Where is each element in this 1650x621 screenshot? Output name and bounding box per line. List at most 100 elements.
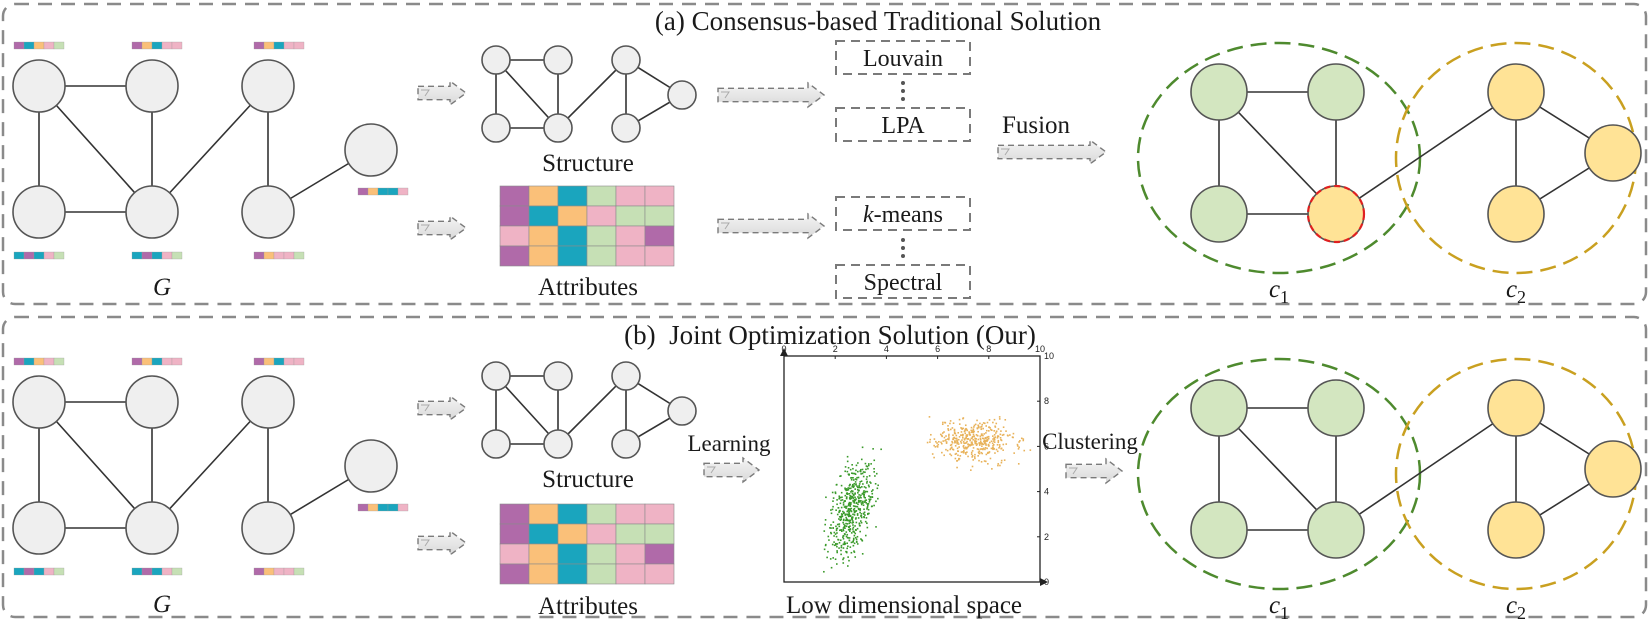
dashed-arrow	[417, 529, 468, 557]
scatter-point	[1018, 441, 1020, 443]
scatter-point	[845, 489, 847, 492]
scatter-point	[967, 445, 969, 448]
scatter-point	[983, 440, 986, 443]
scatter-point	[985, 443, 987, 445]
scatter-point	[951, 441, 954, 444]
scatter-point	[847, 515, 850, 518]
scatter-point	[959, 434, 962, 436]
scatter-point	[985, 453, 988, 456]
scatter-point	[954, 453, 957, 455]
dashed-arrow	[417, 214, 468, 242]
matrix-cell	[557, 225, 588, 247]
scatter-point	[984, 446, 987, 449]
scatter-point	[981, 445, 983, 447]
scatter-point	[990, 440, 993, 443]
scatter-point	[850, 503, 852, 506]
cluster-label-c2: c2	[1506, 276, 1526, 307]
scatter-point	[858, 497, 860, 500]
scatter-point	[830, 509, 832, 511]
scatter-point	[835, 544, 837, 546]
matrix-cell	[644, 185, 675, 207]
scatter-point	[974, 423, 977, 426]
scatter-point	[1002, 426, 1005, 429]
scatter-point	[954, 437, 957, 440]
attribute-matrix	[499, 185, 675, 267]
node	[611, 113, 641, 143]
dot	[901, 97, 905, 101]
attribute-strip	[13, 357, 65, 366]
scatter-point	[993, 434, 996, 436]
attribute-cell	[377, 503, 389, 512]
scatter-point	[842, 537, 845, 540]
node	[543, 45, 573, 75]
node-c1	[1190, 185, 1248, 243]
scatter-point	[970, 429, 973, 432]
scatter-point	[948, 433, 950, 436]
scatter-point	[965, 441, 968, 444]
scatter-point	[965, 453, 967, 455]
scatter-point	[962, 441, 965, 443]
attribute-cell	[151, 567, 163, 576]
scatter-point	[988, 419, 991, 421]
scatter-point	[947, 438, 950, 441]
scatter-series-1	[823, 446, 882, 573]
scatter-point	[984, 460, 987, 463]
scatter-point	[848, 487, 851, 490]
scatter-point	[934, 446, 937, 448]
scatter-point	[838, 518, 840, 520]
scatter-point	[840, 544, 843, 547]
edge	[1335, 407, 1517, 531]
scatter-point	[853, 500, 856, 502]
attribute-cell	[23, 357, 35, 366]
matrix-cell	[644, 543, 675, 565]
scatter-point	[859, 530, 861, 533]
scatter-point	[975, 438, 977, 440]
dashed-arrow	[717, 212, 826, 240]
scatter-point	[962, 437, 964, 439]
scatter-point	[947, 425, 949, 427]
scatter-point	[866, 522, 868, 525]
scatter-point	[846, 547, 848, 550]
node	[12, 501, 66, 555]
scatter-point	[864, 471, 866, 474]
scatter-point	[824, 523, 826, 526]
scatter-point	[946, 449, 949, 452]
scatter-point	[851, 522, 854, 524]
scatter-point	[836, 523, 839, 526]
scatter-point	[842, 536, 844, 539]
scatter-point	[851, 483, 854, 486]
scatter-point	[972, 459, 975, 461]
node	[481, 113, 511, 143]
scatter-point	[860, 521, 863, 524]
attribute-strip	[131, 41, 183, 50]
scatter-point	[833, 535, 835, 537]
scatter-point	[852, 538, 855, 541]
scatter-point	[957, 454, 959, 457]
scatter-point	[962, 427, 964, 430]
scatter-point	[844, 519, 847, 522]
attribute-cell	[263, 567, 275, 576]
scatter-point	[831, 543, 834, 546]
scatter-point	[970, 451, 973, 454]
scatter-point	[855, 469, 857, 472]
attribute-cell	[161, 357, 173, 366]
scatter-point	[832, 527, 834, 529]
matrix-cell	[644, 245, 675, 267]
scatter-point	[955, 437, 958, 440]
y-tick-label: 4	[1044, 487, 1049, 497]
scatter-point	[847, 508, 850, 510]
scatter-point	[973, 456, 976, 458]
scatter-point	[970, 426, 973, 429]
attribute-cell	[367, 503, 379, 512]
scatter-point	[856, 486, 859, 489]
scatter-point	[1022, 439, 1025, 442]
attribute-strip	[13, 251, 65, 260]
scatter-point	[855, 498, 857, 500]
scatter-point	[979, 435, 982, 437]
scatter-point	[971, 456, 973, 458]
scatter-point	[964, 437, 966, 440]
scatter-point	[973, 430, 975, 433]
scatter-point	[849, 521, 852, 524]
scatter-point	[836, 499, 838, 501]
scatter-point	[995, 422, 998, 425]
